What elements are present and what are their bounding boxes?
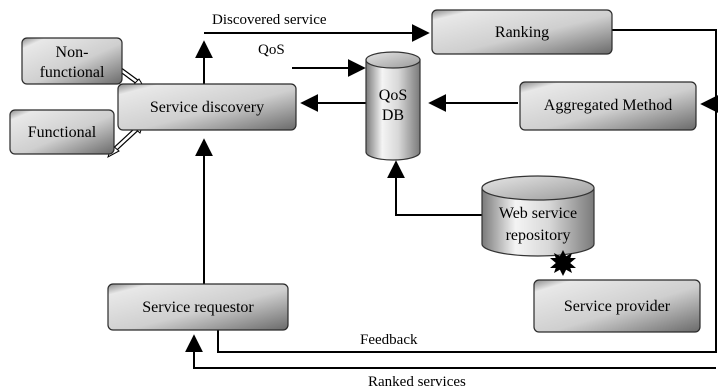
service-provider-box: Service provider	[533, 279, 701, 333]
non-functional-label-line2: functional	[40, 64, 105, 81]
qos-label: QoS	[258, 42, 285, 58]
ranked-services-arrow	[185, 334, 716, 369]
service-discovery-label: Service discovery	[150, 99, 264, 116]
aggregated-method-box: Aggregated Method	[519, 81, 697, 131]
qos-db-label-line1: QoS	[379, 87, 407, 104]
service-requestor-label: Service requestor	[142, 299, 254, 316]
non-functional-box: Non- functional	[21, 37, 123, 85]
functional-label: Functional	[28, 124, 97, 141]
aggregated-method-label: Aggregated Method	[544, 97, 672, 114]
service-discovery-box: Service discovery	[117, 83, 297, 131]
functional-box: Functional	[9, 109, 115, 155]
web-service-repository-label-line1: Web service	[499, 205, 577, 222]
feedback-line	[217, 104, 717, 353]
ranked-services-label: Ranked services	[368, 374, 466, 390]
ranking-label: Ranking	[495, 24, 549, 41]
service-requestor-box: Service requestor	[107, 283, 289, 331]
star-connector-icon	[550, 250, 576, 276]
ranking-box: Ranking	[431, 9, 613, 55]
ranking-to-aggregated-arrow	[612, 29, 719, 113]
non-functional-label-line1: Non-	[56, 44, 89, 61]
service-provider-label: Service provider	[564, 298, 671, 315]
repository-to-db-arrow	[387, 160, 482, 216]
web-service-repository-label-line2: repository	[506, 227, 571, 244]
feedback-label: Feedback	[360, 332, 418, 348]
qos-db-label-line2: DB	[382, 107, 404, 124]
web-service-repository-cylinder: Web service repository	[481, 175, 595, 257]
discovered-service-label: Discovered service	[212, 12, 327, 28]
qos-db-cylinder: QoS DB	[365, 51, 421, 161]
